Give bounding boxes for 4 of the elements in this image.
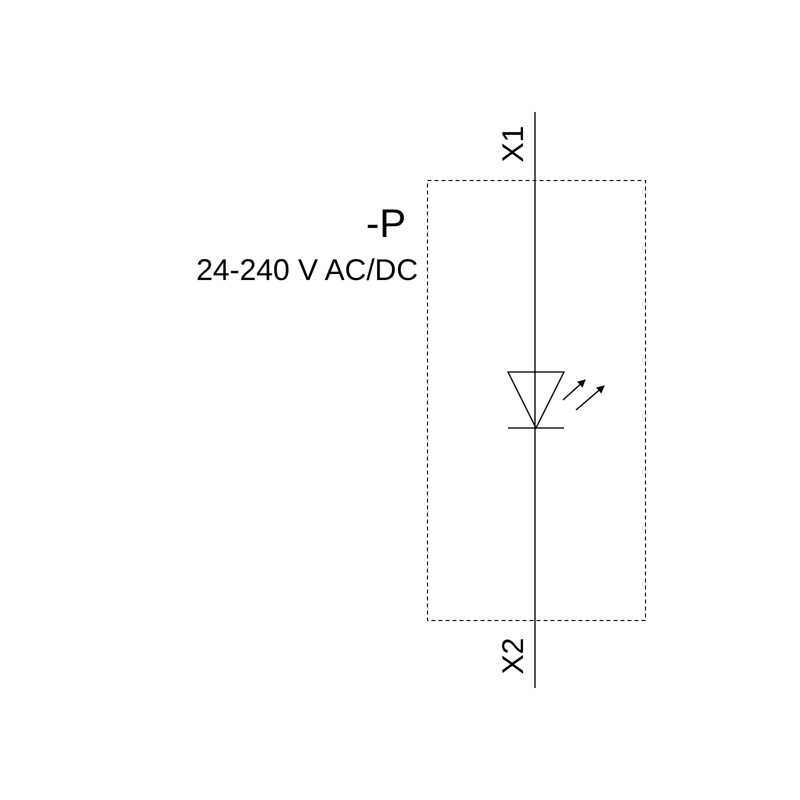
voltage-rating: 24-240 V AC/DC	[196, 256, 418, 286]
terminal-label: X2	[499, 638, 529, 674]
terminal-label: X1	[499, 126, 529, 162]
device-tag: -P	[366, 204, 406, 244]
